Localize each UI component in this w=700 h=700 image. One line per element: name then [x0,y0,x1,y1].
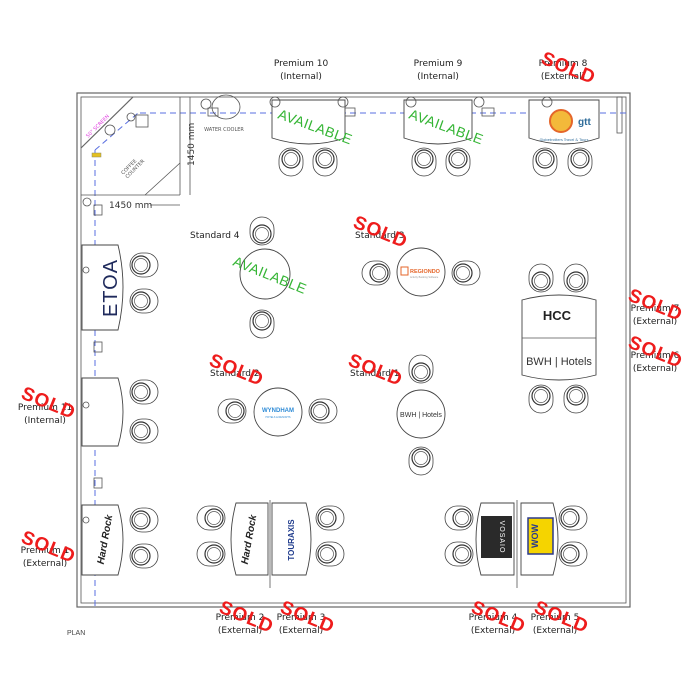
outer-walls [76,92,631,608]
booth-name: Premium 8 [539,59,588,69]
chair-icon [451,260,481,286]
chair-icon [445,147,471,177]
chair-icon [129,288,159,314]
booth-type: (External) [23,559,67,569]
exhibitor-logo: gtt [578,117,591,128]
dimension-vertical: 1450 mm [187,123,197,166]
exhibitor-logo-premium-3: TOURAXIS [287,519,296,561]
chair-icon [408,354,434,384]
chair-icon [558,541,588,567]
exhibitor-logo-bwh: BWH | Hotels [526,356,592,368]
booth-type-premium-2: (External) [218,626,262,636]
exhibitor-subtitle: HOTELS & RESORTS [265,416,290,419]
dimension-horizontal: 1450 mm [109,201,152,211]
exhibitor-logo: BWH | Hotels [400,412,442,419]
chair-icon [249,309,275,339]
booth-type: (Internal) [280,72,322,82]
chair-icon [563,263,589,293]
chair-icon [528,384,554,414]
gtt-logo-icon [549,109,573,133]
wow-logo-bg [527,517,554,555]
booth-name: Standard 1 [350,369,400,379]
booth-type-premium-6: (External) [633,364,677,374]
booth-name-premium-7: Premium 7 [631,304,680,314]
chair-icon [567,147,593,177]
booth-name-premium-5: Premium 5 [531,613,580,623]
chair-icon [129,252,159,278]
plan-label: PLAN [67,630,85,637]
screen-label: 50" SCREEN [85,113,111,139]
booth-name: Premium 11 [18,403,72,413]
chair-icon [563,384,589,414]
chair-icon [411,147,437,177]
exhibitor-subtitle: Globetrotters Travel & Tours [540,138,589,142]
power-socket-icon [91,152,102,158]
chair-icon [528,263,554,293]
chair-icon [444,541,474,567]
chair-icon [278,147,304,177]
exhibitor-logo-hcc: HCC [543,308,572,323]
booth-name: Standard 4 [190,231,240,241]
exhibitor-logo: WYNDHAM [262,408,294,414]
booth-premium-7-6[interactable]: HCC BWH | Hotels Premium 7 (External) SO… [521,285,686,381]
booth-type: (Internal) [417,72,459,82]
exhibitor-subtitle: Activity Booking Software [410,276,439,279]
exhibitor-logo-premium-4: VOSAIO [498,521,505,554]
chair-icon [129,418,159,444]
booth-standard-3[interactable]: REGIONDO Activity Booking Software Stand… [350,212,446,297]
exhibitor-logo-premium-5: WOW [530,524,540,548]
chair-icon [129,507,159,533]
sold-stamp: SOLD [206,350,267,391]
chair-icon [361,260,391,286]
booth-name-premium-4: Premium 4 [469,613,518,623]
booth-type-premium-4: (External) [471,626,515,636]
chair-icon [408,446,434,476]
booth-type-premium-5: (External) [533,626,577,636]
booth-name: Standard 3 [355,231,405,241]
chair-icon [532,147,558,177]
booth-standard-4[interactable]: Standard 4 AVAILABLE [190,231,309,300]
coffee-corner: 50" SCREEN COFFEE COUNTER 1450 mm 1450 m… [80,96,197,216]
exhibitor-logo: REGIONDO [410,269,441,275]
booth-etoa[interactable]: ETOA [81,244,124,353]
chair-icon [315,505,345,531]
chair-icon [249,216,275,246]
chair-icon [312,147,338,177]
booth-name: Premium 9 [414,59,463,69]
water-cooler-label: WATER COOLER [204,127,244,133]
booth-standard-2[interactable]: WYNDHAM HOTELS & RESORTS Standard 2 SOLD [206,350,303,437]
exhibitor-logo: ETOA [100,259,122,317]
booth-name-premium-6: Premium 6 [631,351,680,361]
chair-icon [196,505,226,531]
booth-premium-8[interactable]: gtt Globetrotters Travel & Tours Premium… [528,48,600,145]
chair-icon [129,543,159,569]
chair-icon [558,505,588,531]
sold-stamp: SOLD [350,212,411,253]
sold-stamp: SOLD [345,350,406,391]
booth-premium-1[interactable]: Hard Rock Premium 1 (External) SOLD [18,504,124,576]
booth-name-premium-3: Premium 3 [277,613,326,623]
booth-name: Standard 2 [210,369,260,379]
booth-type: (Internal) [24,416,66,426]
chair-icon [444,505,474,531]
booth-type: (External) [541,72,585,82]
sold-stamp: SOLD [538,48,599,89]
chair-icon [217,398,247,424]
booth-name-premium-2: Premium 2 [216,613,265,623]
water-cooler: WATER COOLER [200,94,244,133]
chair-icon [129,379,159,405]
booth-name: Premium 10 [274,59,329,69]
chair-icon [308,398,338,424]
chairs [129,147,593,569]
booth-premium-11[interactable]: Premium 11 (Internal) SOLD [18,377,124,489]
booth-premium-10[interactable]: Premium 10 (Internal) AVAILABLE [269,59,356,147]
booth-type-premium-3: (External) [279,626,323,636]
chair-icon [315,541,345,567]
chair-icon [196,541,226,567]
booth-premium-9[interactable]: Premium 9 (Internal) AVAILABLE [403,59,495,147]
booth-type-premium-7: (External) [633,317,677,327]
vosaio-logo-bg [481,516,512,558]
booth-name: Premium 1 [21,546,70,556]
